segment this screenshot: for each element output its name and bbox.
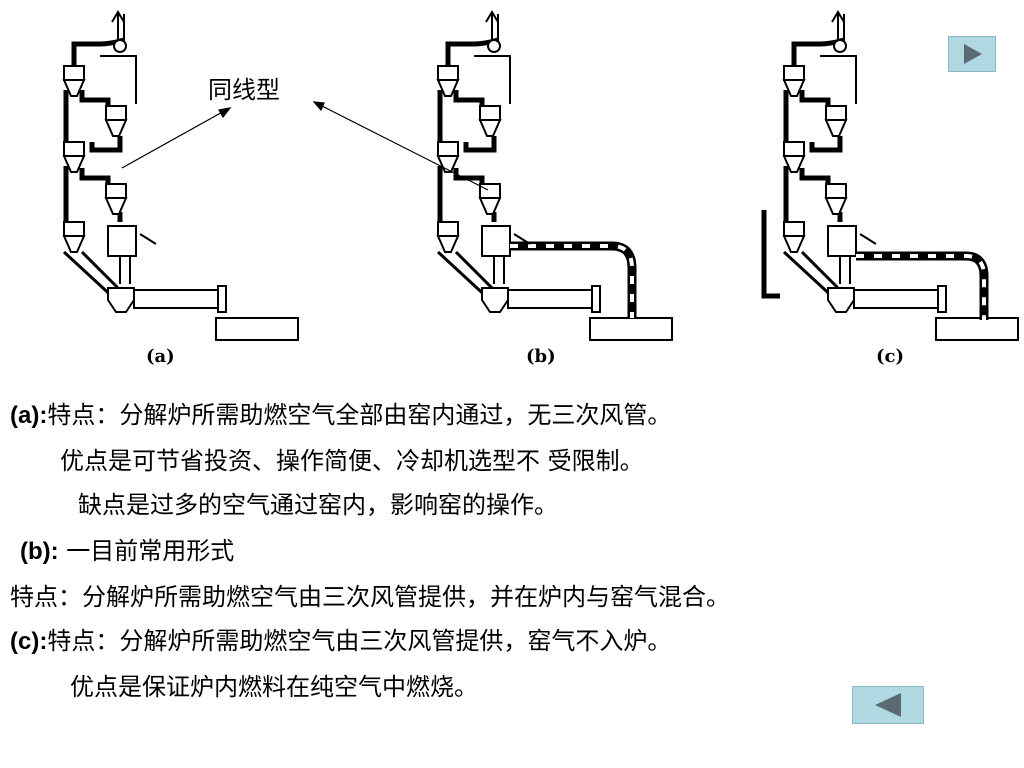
diagram-b: [438, 12, 672, 340]
annotation-arrows: [121, 101, 489, 191]
text-line-a: (a):特点：分解炉所需助燃空气全部由窑内通过，无三次风管。: [10, 400, 671, 431]
text-line-b-feature: 特点：分解炉所需助燃空气由三次风管提供，并在炉内与窑气混合。: [10, 583, 730, 611]
caption-c: (c): [876, 346, 904, 367]
diagram-a: [64, 12, 298, 340]
text-a-feature: 特点：分解炉所需助燃空气全部由窑内通过，无三次风管。: [47, 401, 672, 429]
calciner-diagrams: 同线型 (a) (b) (c): [0, 0, 1024, 367]
prev-slide-button[interactable]: [852, 686, 924, 724]
annotation-label: 同线型: [208, 76, 280, 104]
text-line-c: (c):特点：分解炉所需助燃空气由三次风管提供，窑气不入炉。: [10, 626, 671, 657]
text-line-c-pro: 优点是保证炉内燃料在纯空气中燃烧。: [70, 673, 478, 701]
label-a: (a):: [10, 402, 48, 429]
diagram-c: [761, 12, 1018, 340]
play-right-icon: [964, 44, 982, 64]
next-slide-button[interactable]: [948, 36, 996, 72]
caption-a: (a): [146, 346, 175, 367]
text-line-b: (b): 一目前常用形式: [20, 536, 234, 567]
text-line-a-pro: 优点是可节省投资、操作简便、冷却机选型不 受限制。: [60, 447, 644, 475]
label-b: (b):: [20, 538, 59, 565]
caption-b: (b): [526, 346, 556, 367]
text-b-note: 一目前常用形式: [58, 537, 235, 565]
label-c: (c):: [10, 628, 48, 655]
play-left-icon: [875, 693, 901, 717]
text-c-feature: 特点：分解炉所需助燃空气由三次风管提供，窑气不入炉。: [47, 627, 672, 655]
text-line-a-con: 缺点是过多的空气通过窑内，影响窑的操作。: [78, 491, 558, 519]
